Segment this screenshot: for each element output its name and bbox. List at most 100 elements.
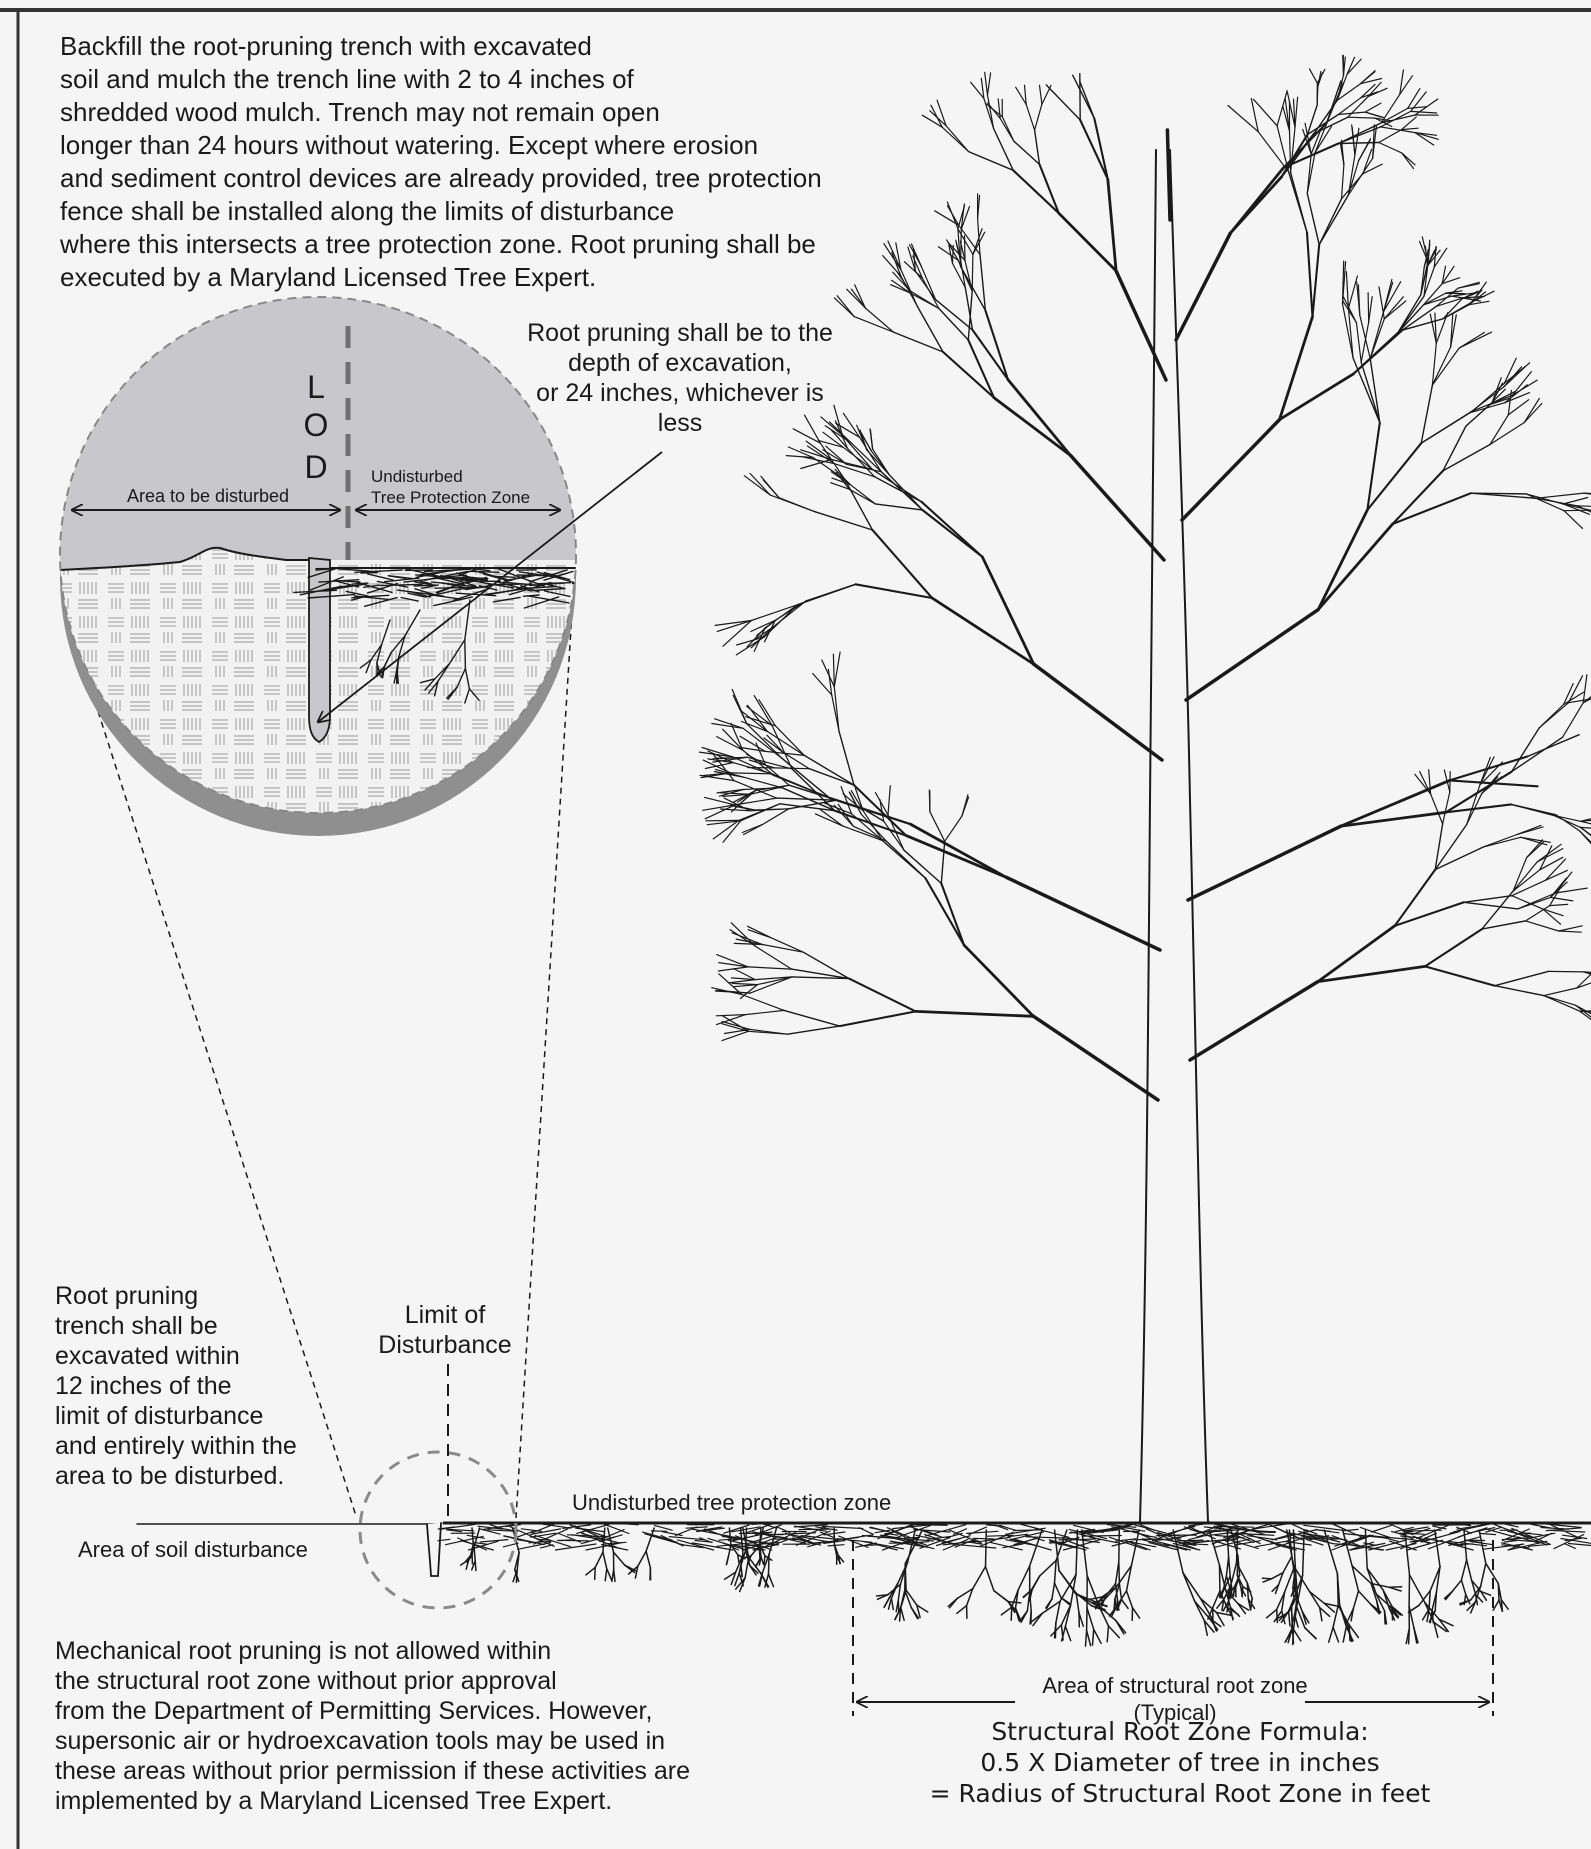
surface-root <box>1480 1533 1496 1534</box>
srz-label-line: Area of structural root zone <box>1010 1672 1340 1699</box>
surface-root <box>828 1545 844 1546</box>
branch-segment <box>1482 891 1513 929</box>
mech-note-line: supersonic air or hydroexcavation tools … <box>55 1726 815 1756</box>
branch-segment <box>788 1026 840 1034</box>
surface-root-mat <box>438 1523 1591 1550</box>
surface-root <box>1142 1539 1156 1540</box>
branch-segment <box>1581 821 1591 825</box>
branch-segment <box>1307 232 1313 316</box>
trench-location-note: Root pruning trench shall be excavated w… <box>55 1281 335 1491</box>
branch-segment <box>1384 279 1392 311</box>
trench-note-line: limit of disturbance <box>55 1401 335 1431</box>
branch-segment <box>1313 245 1320 317</box>
trench-note-line: 12 inches of the <box>55 1371 335 1401</box>
root-segment <box>1119 1530 1120 1562</box>
root-segment <box>1021 1611 1027 1622</box>
branch-segment <box>1402 128 1419 129</box>
root-segment <box>1093 1629 1094 1645</box>
branch-segment <box>1116 271 1166 380</box>
surface-root <box>655 1525 673 1530</box>
branch-segment <box>916 1011 1034 1016</box>
branch-segment <box>849 979 916 1012</box>
root-segment <box>1277 1609 1278 1622</box>
branch-segment <box>1348 276 1357 309</box>
branch-segment <box>1473 395 1513 411</box>
surface-root <box>606 1542 626 1544</box>
branch-segment <box>1006 877 1160 950</box>
branch-segment <box>1295 97 1298 127</box>
surface-root <box>774 1539 798 1540</box>
branch-segment <box>1014 141 1040 164</box>
branch-segment <box>1508 400 1528 415</box>
undisturbed-label-line1: Undisturbed <box>371 467 463 486</box>
formula-line: = Radius of Structural Root Zone in feet <box>880 1778 1480 1809</box>
branch-segment <box>1280 317 1313 420</box>
root-segment <box>740 1578 745 1592</box>
branch-segment <box>939 308 969 340</box>
branch-segment <box>748 967 791 969</box>
intro-line: where this intersects a tree protection … <box>60 228 960 261</box>
root-segment <box>1001 1607 1011 1615</box>
branch-segment <box>765 605 798 628</box>
branch-segment <box>904 850 941 883</box>
branch-segment <box>1554 815 1581 827</box>
branch-segment <box>1379 130 1402 143</box>
branch-segment <box>1035 104 1042 130</box>
branch-segment <box>968 291 972 340</box>
root-segment <box>957 1606 967 1614</box>
branch-segment <box>1355 128 1359 155</box>
branch-segment <box>1495 986 1544 996</box>
branch-segment <box>763 945 804 953</box>
branch-segment <box>744 825 763 835</box>
root-segment <box>1107 1626 1108 1642</box>
branch-segment <box>1188 826 1341 900</box>
branch-segment <box>1008 380 1071 456</box>
root-segment <box>1061 1625 1063 1640</box>
branch-segment <box>1368 88 1387 96</box>
root-segment <box>1498 1584 1499 1601</box>
root-segment <box>1283 1556 1292 1572</box>
surface-root <box>442 1524 476 1529</box>
branch-segment <box>1073 75 1095 118</box>
root-segment <box>1030 1530 1042 1566</box>
branch-segment <box>1042 85 1051 104</box>
root-segment <box>1087 1630 1091 1645</box>
branch-segment <box>1513 862 1537 891</box>
inset-root <box>465 640 466 669</box>
root-segment <box>1119 1584 1121 1600</box>
branch-segment <box>1411 111 1437 113</box>
branch-segment <box>985 72 988 95</box>
limit-of-disturbance-label: Limit of Disturbance <box>360 1300 530 1360</box>
root-segment <box>1461 1580 1465 1594</box>
branch-segment <box>849 489 875 504</box>
surface-root <box>480 1540 508 1542</box>
branch-segment <box>850 485 875 504</box>
root-segment <box>1481 1563 1486 1586</box>
root-segment <box>1011 1607 1012 1620</box>
branch-segment <box>1402 117 1417 130</box>
branch-segment <box>1554 815 1581 821</box>
surface-root <box>1176 1540 1203 1541</box>
branch-segment <box>1347 57 1355 74</box>
intro-line: fence shall be installed along the limit… <box>60 195 960 228</box>
depth-note-line: or 24 inches, whichever is <box>495 378 865 408</box>
intro-line: executed by a Maryland Licensed Tree Exp… <box>60 261 960 294</box>
branch-segment <box>843 826 883 841</box>
branch-segment <box>1291 127 1295 172</box>
branch-segment <box>1511 804 1554 815</box>
root-segment <box>1267 1609 1277 1617</box>
root-segment <box>1055 1561 1057 1584</box>
root-segment <box>973 1567 986 1589</box>
surface-root <box>1569 1544 1591 1546</box>
branch-segment <box>929 790 930 812</box>
branch-segment <box>941 883 964 945</box>
root-segment <box>1353 1591 1358 1608</box>
root-segment <box>1122 1600 1129 1609</box>
branch-segment <box>1536 493 1584 498</box>
root-segment <box>1231 1563 1237 1585</box>
root-segment <box>745 1557 749 1578</box>
branch-segment <box>1544 996 1580 1012</box>
branch-segment <box>1358 285 1359 315</box>
root-segment <box>1446 1592 1453 1600</box>
